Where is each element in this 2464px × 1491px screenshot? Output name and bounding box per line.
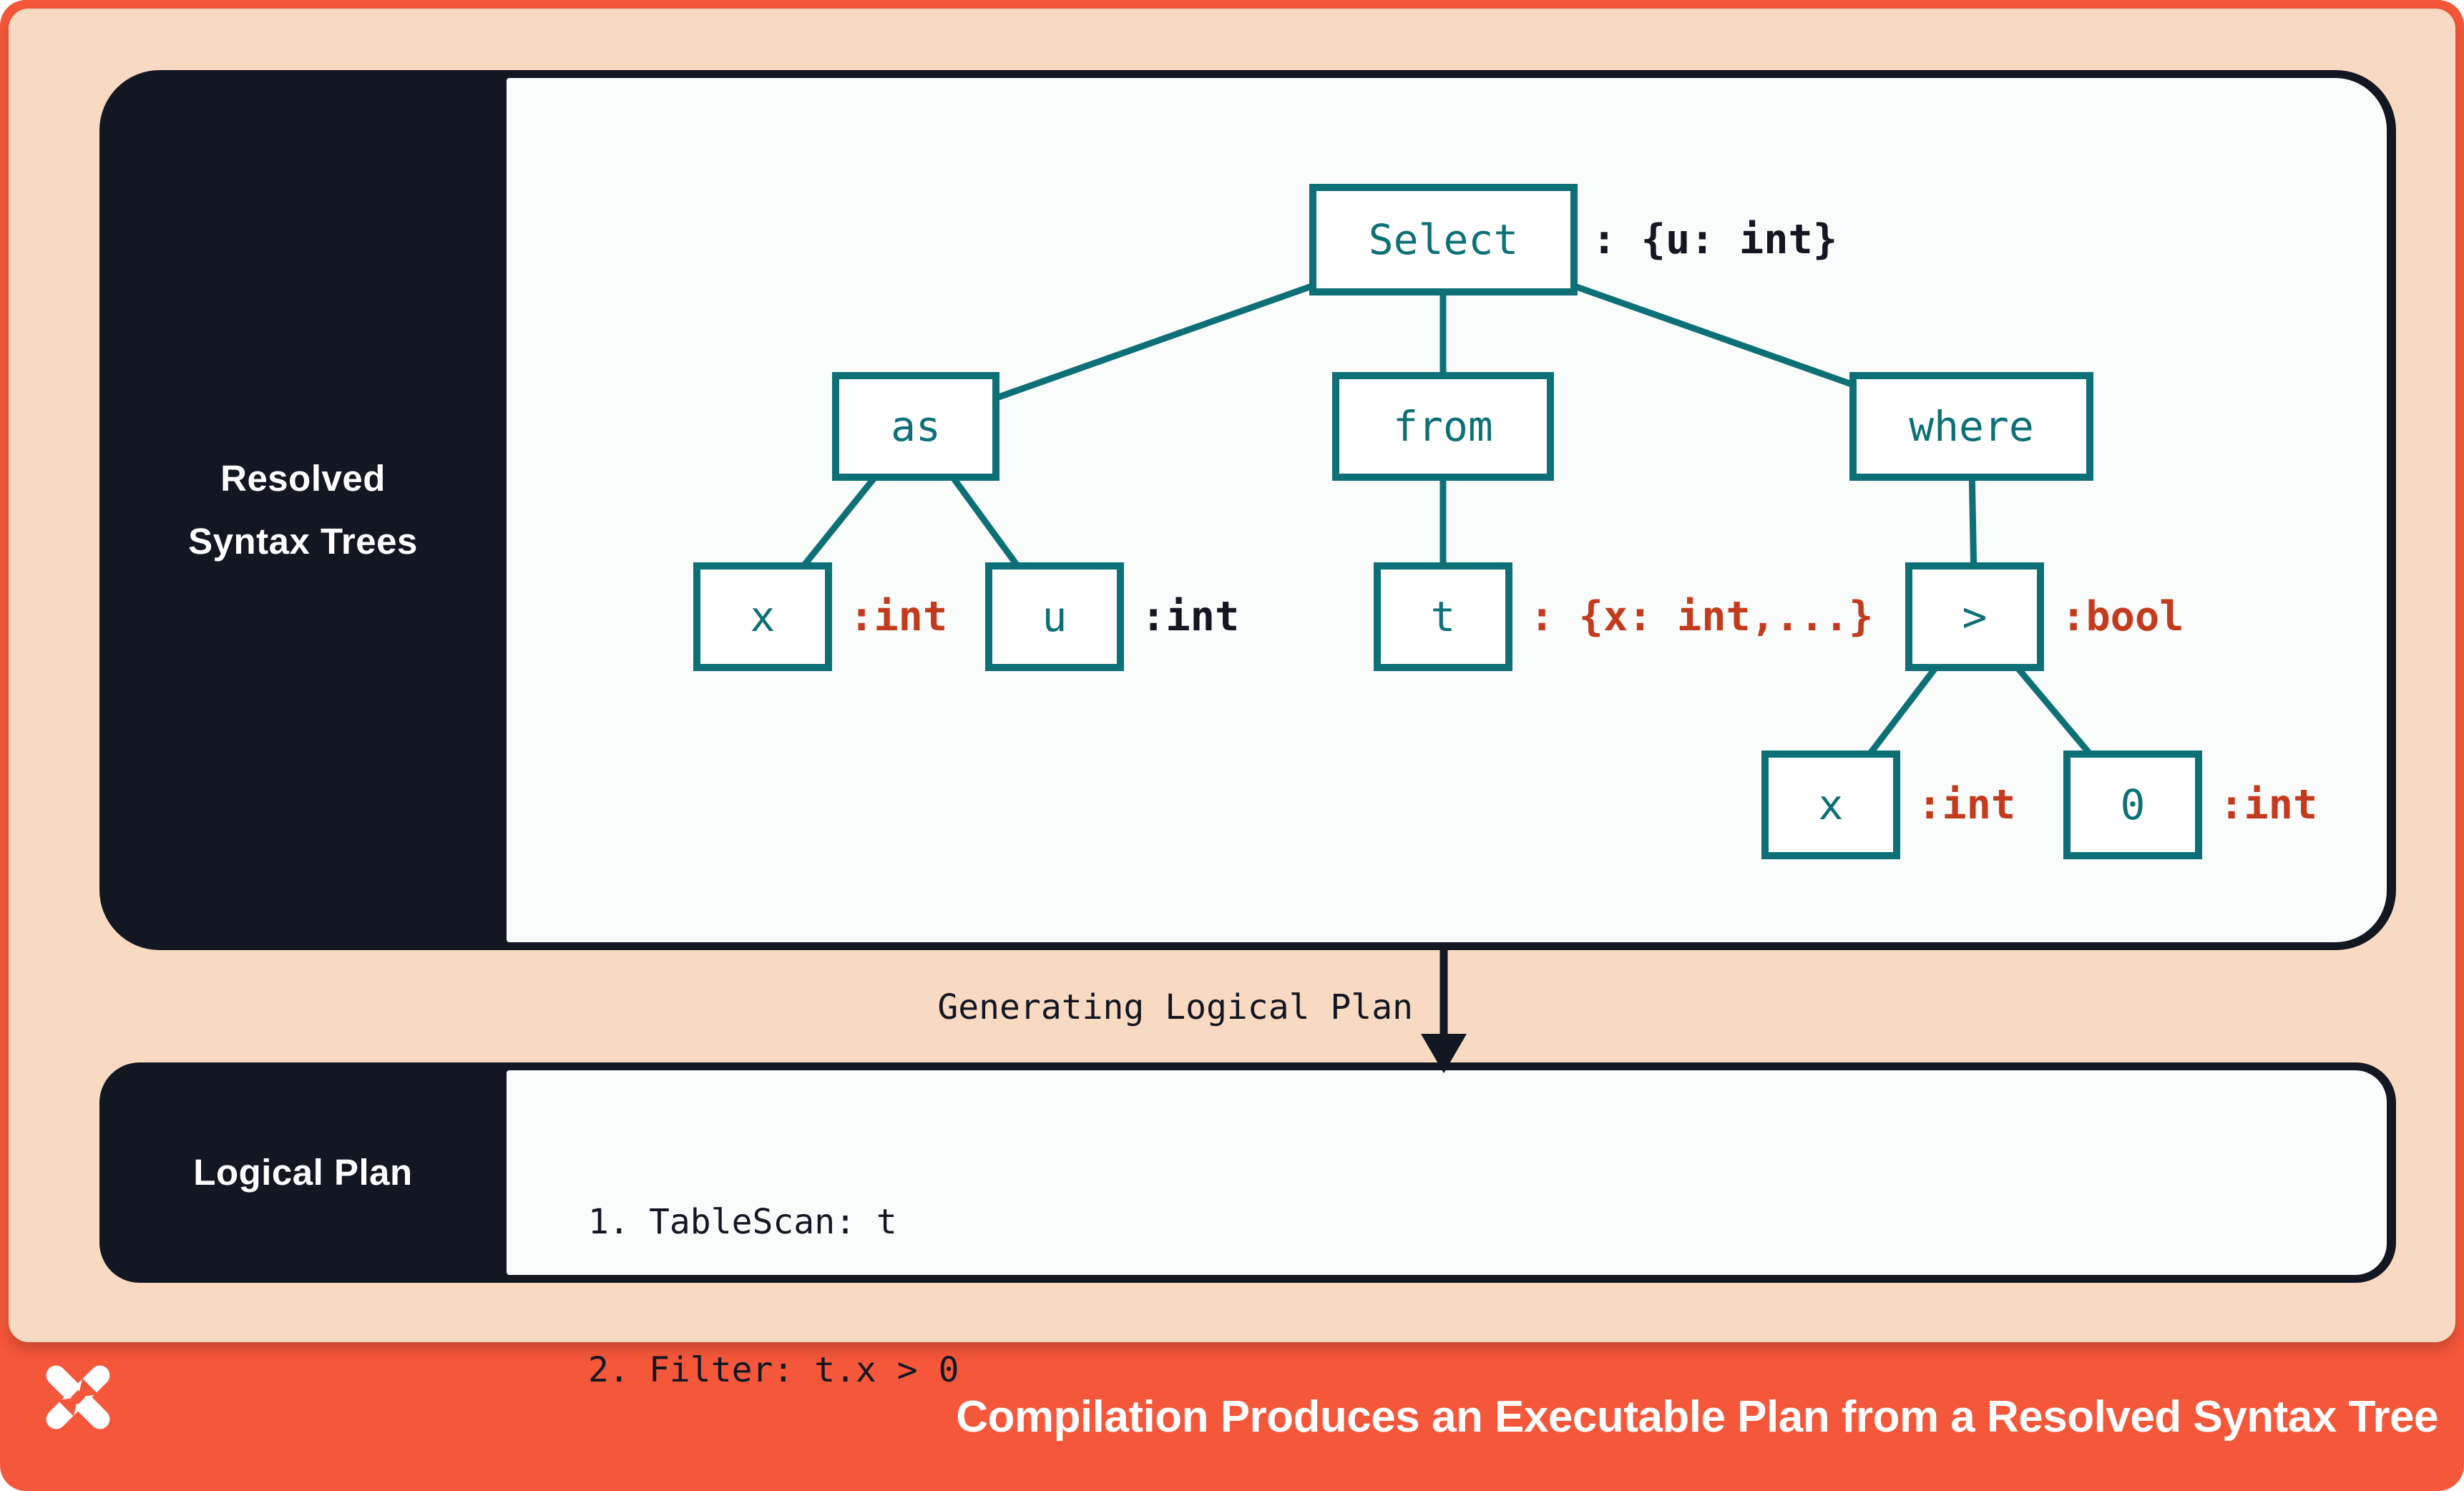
logical-plan-steps: 1.TableScan: t 2.Filter: t.x > 0 3.Proje…	[588, 1099, 1062, 1491]
sidebar-label-line: Logical Plan	[193, 1152, 413, 1193]
plan-step: 1. TableScan: t	[588, 1198, 1062, 1247]
type-annotation-x-gt: :int	[1917, 781, 2016, 828]
node-label: x	[1818, 781, 1844, 829]
logical-plan-label: Logical Plan	[99, 1062, 507, 1283]
sidebar-label-line2: Syntax Trees	[188, 521, 418, 562]
resolved-syntax-trees-label: Resolved Syntax Trees	[99, 70, 507, 950]
step-number: 1.	[588, 1202, 630, 1242]
resolved-syntax-trees-panel: Resolved Syntax Trees	[99, 70, 2396, 950]
logical-plan-canvas	[507, 1070, 2387, 1275]
tree-node-u-as: u	[985, 562, 1124, 671]
plan-step: 2. Filter: t.x > 0	[588, 1346, 1062, 1395]
tree-node-where: where	[1849, 372, 2093, 481]
tree-node-t-from: t	[1374, 562, 1512, 671]
step-number: 2.	[588, 1350, 630, 1390]
node-label: t	[1430, 592, 1456, 641]
node-label: as	[891, 402, 941, 451]
generating-logical-plan-label: Generating Logical Plan	[937, 987, 1413, 1027]
tree-node-x-as: x	[693, 562, 832, 671]
node-label: from	[1393, 402, 1493, 451]
sidebar-label-line1: Resolved	[220, 458, 386, 499]
type-annotation-x-as: :int	[849, 593, 948, 640]
tree-node-gt-where: >	[1905, 562, 2044, 671]
type-annotation-u-as: :int	[1141, 593, 1240, 640]
node-label: 0	[2120, 781, 2146, 829]
tree-node-select: Select	[1309, 184, 1578, 295]
type-annotation-zero-gt: :int	[2219, 781, 2318, 828]
step-text: TableScan: t	[649, 1202, 897, 1242]
node-label: where	[1909, 402, 2034, 451]
tree-node-from: from	[1332, 372, 1554, 481]
type-annotation-t-from: : {x: int,...}	[1530, 593, 1874, 640]
footer-title: Compilation Produces an Executable Plan …	[956, 1392, 2438, 1442]
type-annotation-select: : {u: int}	[1592, 216, 1838, 263]
type-annotation-gt-where: :bool	[2061, 593, 2184, 640]
step-text: Filter: t.x > 0	[649, 1350, 959, 1390]
pinwheel-star-icon	[46, 1365, 110, 1429]
tree-node-x-gt: x	[1761, 751, 1900, 859]
footer-band: Compilation Produces an Executable Plan …	[0, 1342, 2464, 1491]
tree-node-as: as	[832, 372, 999, 481]
logical-plan-panel: Logical Plan	[99, 1062, 2396, 1283]
node-label: x	[750, 592, 776, 641]
node-label: Select	[1368, 215, 1519, 264]
node-label: >	[1962, 592, 1988, 641]
node-label: u	[1042, 592, 1067, 641]
tree-node-zero-gt: 0	[2063, 751, 2202, 859]
